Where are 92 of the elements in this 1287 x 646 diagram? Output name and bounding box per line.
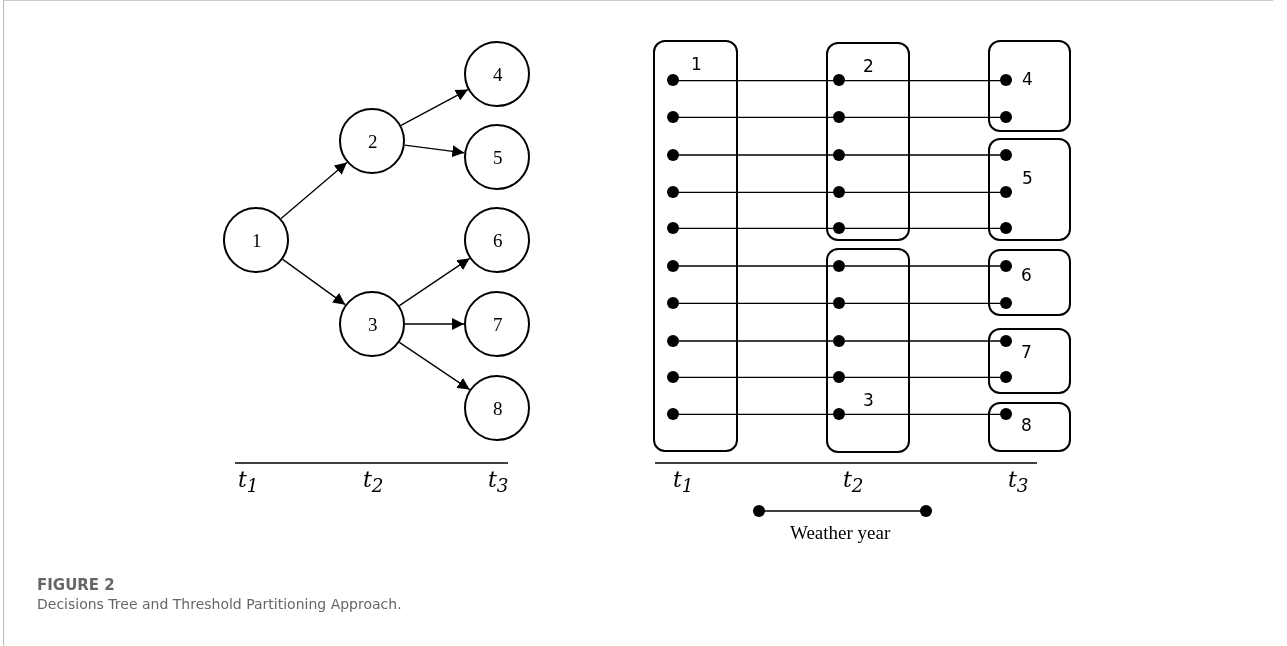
dot-marker [666, 148, 679, 161]
time-label: t$_{2}$ [363, 468, 384, 499]
dot-marker [666, 407, 679, 420]
rounded-box [988, 402, 1071, 452]
connector-line [844, 302, 1001, 304]
dot-marker [666, 74, 679, 87]
dot-marker [999, 370, 1012, 383]
node-number: 3 [368, 315, 378, 335]
dot-marker [666, 110, 679, 123]
node-number: 2 [368, 132, 378, 152]
rounded-box [988, 328, 1071, 394]
arrow [280, 161, 348, 220]
time-label: t$_{3}$ [488, 468, 509, 499]
arrow [398, 341, 471, 391]
node-number: 5 [493, 148, 503, 168]
connector-line [678, 376, 834, 378]
node-number: 6 [1021, 265, 1032, 285]
connector-line [678, 227, 834, 229]
node-number: 8 [493, 399, 503, 419]
time-label: t$_{3}$ [1008, 468, 1029, 499]
arrow [282, 258, 346, 306]
node-number: 7 [493, 315, 503, 335]
connector-line [844, 340, 1001, 342]
connector-line [844, 80, 1001, 82]
arrow [404, 144, 465, 158]
connector-line [678, 340, 834, 342]
connector-line [844, 116, 1001, 118]
dot-marker [832, 407, 845, 420]
dot-marker [832, 370, 845, 383]
node-number: 5 [1022, 168, 1033, 188]
node-number: 1 [252, 231, 262, 251]
rounded-box [988, 138, 1071, 241]
dot-marker [666, 334, 679, 347]
dot-marker [999, 221, 1012, 234]
dot-marker [999, 110, 1012, 123]
node-number: 3 [863, 390, 874, 410]
connector-line [844, 413, 1001, 415]
connector-line [678, 413, 834, 415]
rounded-box [826, 42, 910, 241]
dot-marker [832, 259, 845, 272]
connector-line [678, 191, 834, 193]
node-number: 8 [1021, 415, 1032, 435]
connector-line [844, 191, 1001, 193]
dot-marker [832, 221, 845, 234]
dot-marker [666, 185, 679, 198]
dot-marker [666, 259, 679, 272]
node-number: 6 [493, 231, 503, 251]
connector-line [678, 302, 834, 304]
dot-marker [999, 148, 1012, 161]
time-label: t$_{1}$ [673, 468, 694, 499]
rounded-box [653, 40, 738, 452]
dot-marker [999, 334, 1012, 347]
connector-line [678, 116, 834, 118]
dot-marker [832, 296, 845, 309]
rounded-box [826, 248, 910, 453]
node-circle [339, 291, 405, 357]
node-number: 4 [1022, 69, 1033, 89]
connector-line [844, 376, 1001, 378]
dot-marker [832, 334, 845, 347]
time-label: t$_{2}$ [843, 468, 864, 499]
dot-marker [666, 221, 679, 234]
dot-marker [999, 185, 1012, 198]
dot-marker [999, 407, 1012, 420]
figure-caption: Decisions Tree and Threshold Partitioning Approach. [37, 596, 402, 612]
connector-line [844, 154, 1001, 156]
dot-marker [666, 296, 679, 309]
connector-line [844, 227, 1001, 229]
dot-marker [832, 74, 845, 87]
node-number: 1 [691, 54, 702, 74]
arrow [398, 257, 471, 307]
dot-marker [666, 370, 679, 383]
connector-line [844, 265, 1001, 267]
legend-label: Weather year [790, 522, 891, 544]
dot-marker [832, 110, 845, 123]
connector-line [678, 80, 834, 82]
node-number: 7 [1021, 342, 1032, 362]
dot-marker [999, 74, 1012, 87]
arrow [400, 88, 469, 127]
node-number: 2 [863, 56, 874, 76]
connector-line [678, 265, 834, 267]
time-label: t$_{1}$ [238, 468, 259, 499]
rounded-box [988, 40, 1071, 132]
node-circle [339, 108, 405, 174]
figure-title: FIGURE 2 [37, 576, 115, 594]
arrow [404, 318, 465, 330]
dot-marker [999, 296, 1012, 309]
dot-marker [832, 185, 845, 198]
dot-marker [999, 259, 1012, 272]
connector-line [678, 154, 834, 156]
dot-marker [832, 148, 845, 161]
node-number: 4 [493, 65, 503, 85]
rounded-box [988, 249, 1071, 316]
